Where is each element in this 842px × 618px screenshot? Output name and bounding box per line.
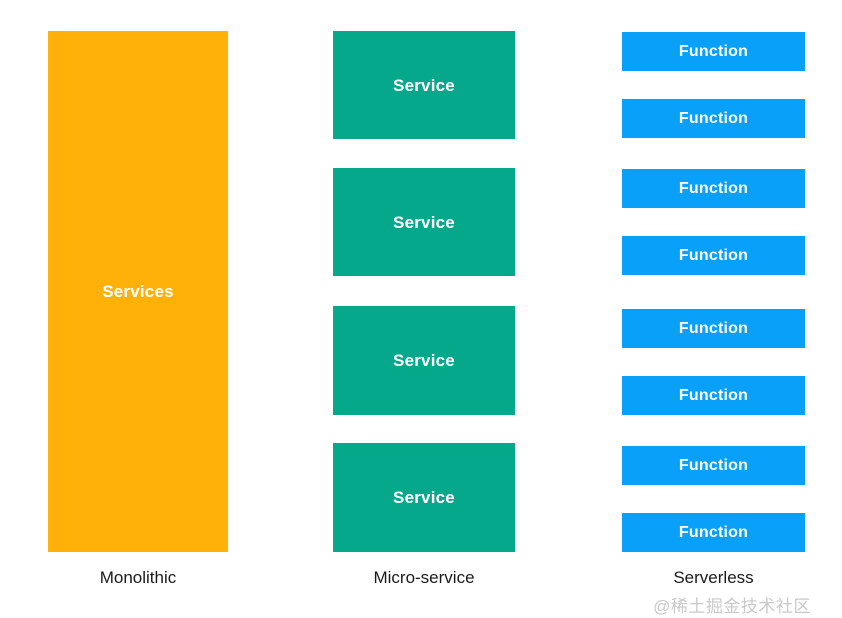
- block-label: Service: [393, 75, 455, 95]
- block-serverless[interactable]: Function: [622, 376, 805, 415]
- block-label: Function: [678, 42, 749, 60]
- block-label: Function: [678, 179, 749, 197]
- block-serverless[interactable]: Function: [622, 236, 805, 275]
- watermark: @稀土掘金技术社区: [653, 597, 811, 616]
- block-label: Services: [102, 282, 174, 301]
- block-label: Function: [678, 456, 749, 474]
- block-serverless[interactable]: Function: [622, 169, 805, 208]
- block-serverless[interactable]: Function: [622, 446, 805, 485]
- block-label: Function: [678, 246, 749, 264]
- block-label: Service: [393, 351, 455, 370]
- block-monolithic[interactable]: Services: [48, 31, 228, 552]
- block-microservice[interactable]: Service: [333, 443, 515, 552]
- block-label: Service: [393, 488, 455, 507]
- block-label: Function: [678, 109, 749, 127]
- block-label: Function: [678, 319, 749, 337]
- block-label: Function: [678, 386, 749, 404]
- block-label: Service: [393, 212, 455, 232]
- block-serverless[interactable]: Function: [622, 513, 805, 552]
- block-serverless[interactable]: Function: [622, 99, 805, 138]
- caption-microservice: Micro-service: [373, 568, 475, 587]
- block-microservice[interactable]: Service: [333, 306, 515, 415]
- caption-monolithic: Monolithic: [99, 568, 177, 587]
- block-microservice[interactable]: Service: [333, 168, 515, 276]
- block-serverless[interactable]: Function: [622, 32, 805, 71]
- block-microservice[interactable]: Service: [333, 31, 515, 139]
- block-serverless[interactable]: Function: [622, 309, 805, 348]
- block-label: Function: [678, 523, 749, 541]
- caption-serverless: Serverless: [673, 568, 754, 587]
